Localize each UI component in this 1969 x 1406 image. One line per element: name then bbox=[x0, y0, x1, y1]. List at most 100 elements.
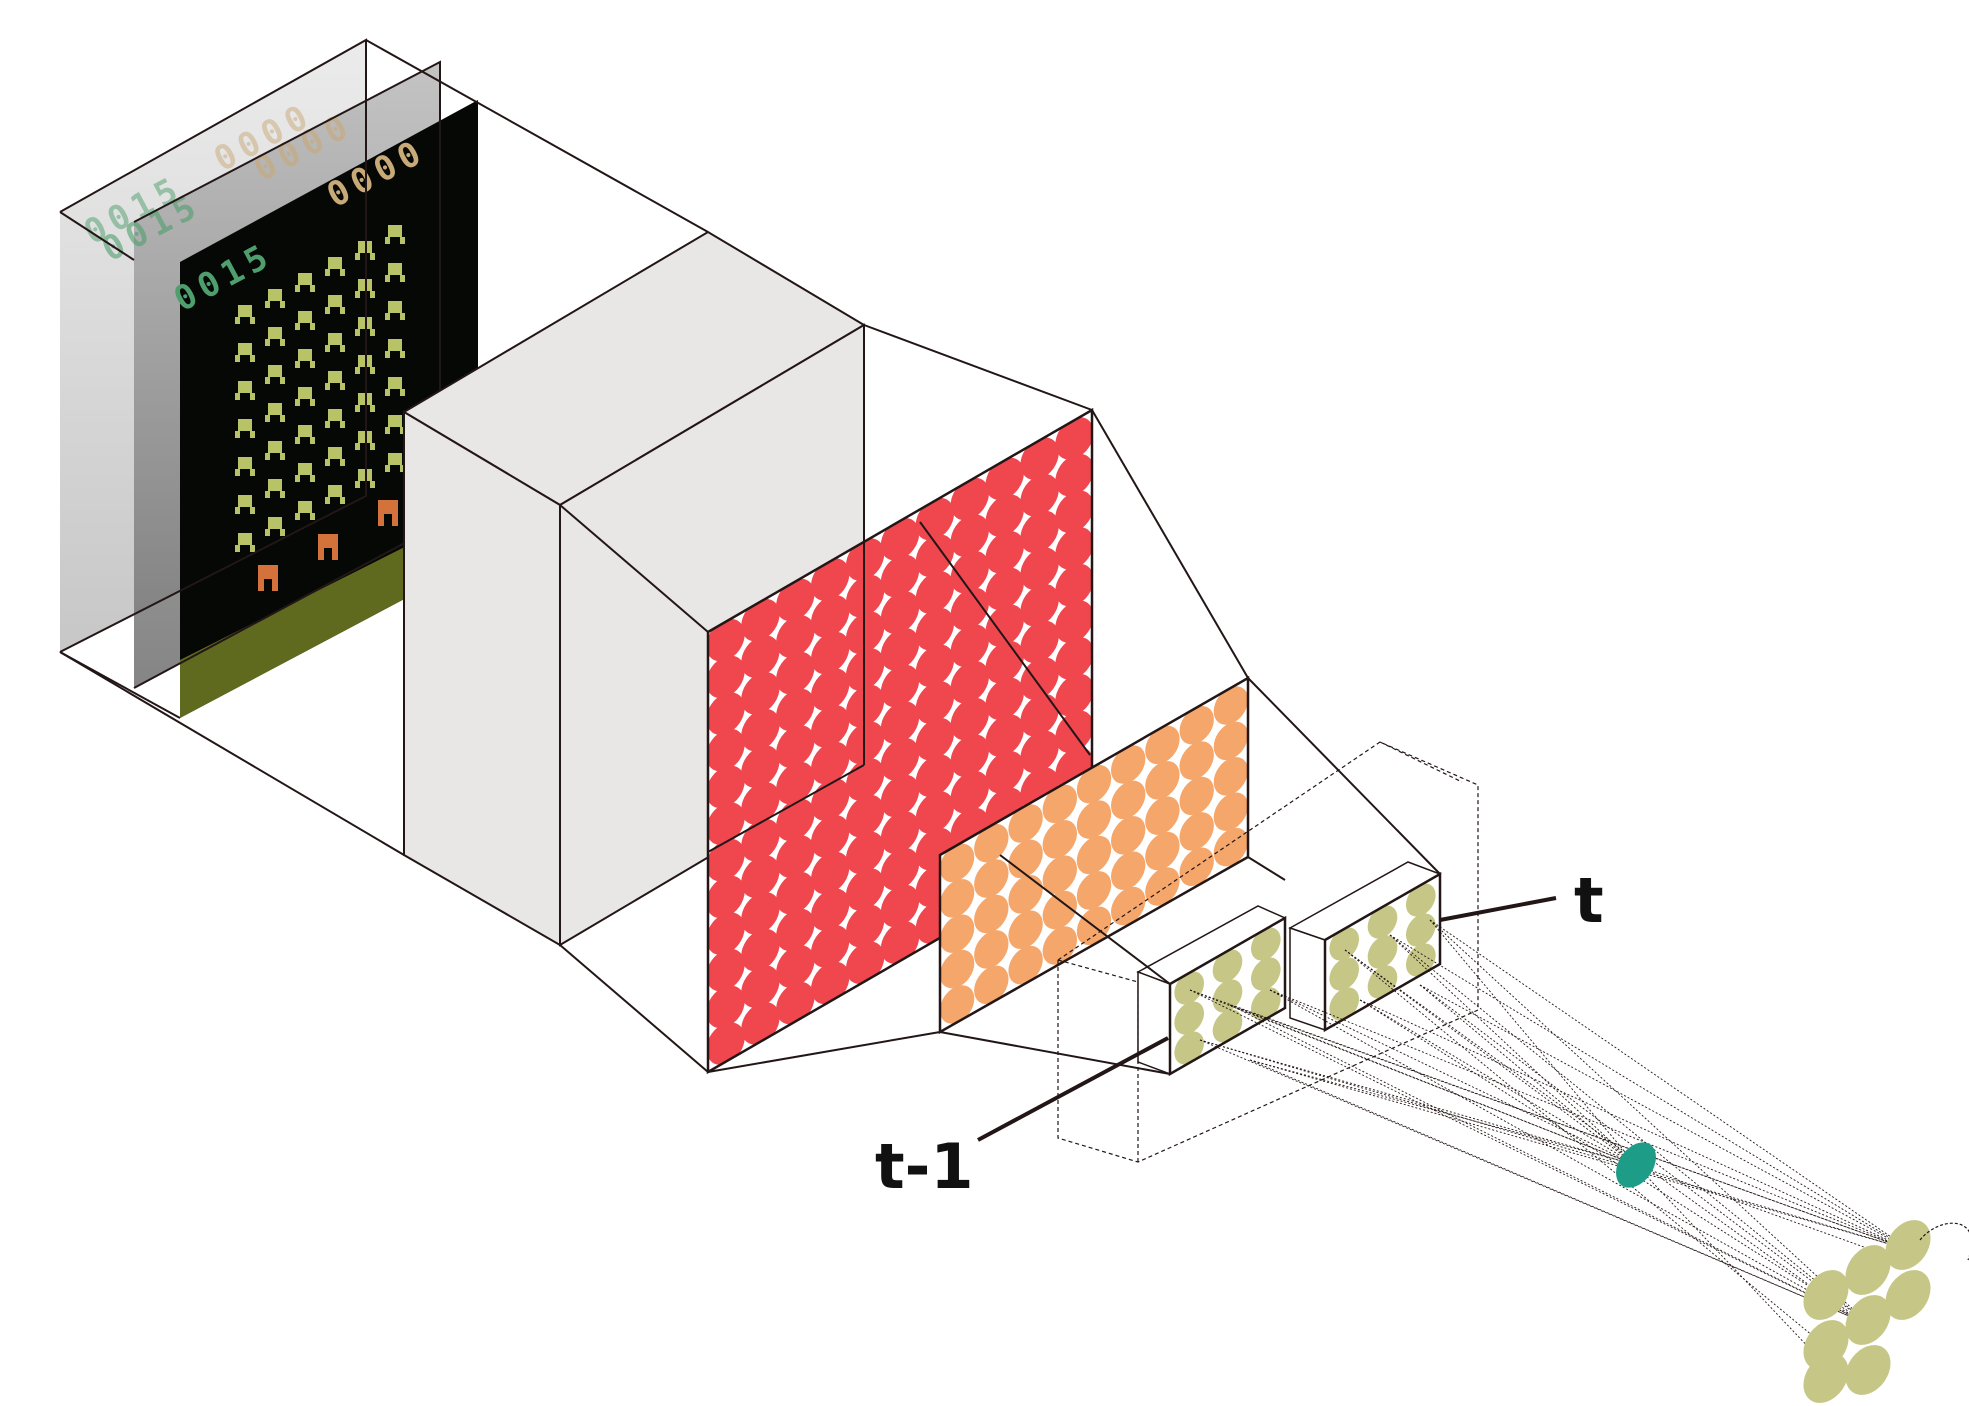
unit bbox=[1212, 979, 1243, 1013]
unit bbox=[950, 477, 989, 521]
unit bbox=[915, 791, 955, 834]
unit bbox=[845, 831, 885, 875]
unit bbox=[708, 655, 745, 699]
unit bbox=[1179, 847, 1214, 887]
conv-layer-2-features bbox=[938, 675, 1250, 1035]
unit bbox=[708, 692, 745, 735]
unit bbox=[741, 818, 780, 862]
unit bbox=[1212, 949, 1243, 983]
unit bbox=[950, 661, 989, 704]
recurrent-t-box-front bbox=[1289, 926, 1326, 1032]
unit bbox=[950, 624, 989, 667]
unit bbox=[880, 884, 920, 928]
invader bbox=[295, 463, 315, 482]
unit bbox=[1042, 855, 1078, 894]
invader bbox=[265, 479, 285, 498]
unit bbox=[708, 985, 745, 1029]
unit bbox=[1055, 417, 1092, 460]
invader bbox=[295, 387, 315, 406]
unit bbox=[1020, 510, 1059, 554]
unit bbox=[1008, 945, 1043, 985]
recurrent-t-minus-1-box-front bbox=[1137, 970, 1171, 1076]
conv2-projection-lines bbox=[707, 409, 1249, 1073]
output-unit bbox=[1845, 1345, 1891, 1395]
unit bbox=[880, 774, 920, 818]
unit bbox=[1145, 831, 1180, 871]
unit bbox=[708, 875, 745, 919]
unit bbox=[708, 802, 745, 845]
recurrent-projection-lines bbox=[939, 677, 1441, 1075]
unit bbox=[915, 681, 955, 724]
unit bbox=[1110, 780, 1146, 820]
unit bbox=[985, 457, 1024, 501]
unit bbox=[845, 538, 885, 581]
unit bbox=[708, 618, 745, 662]
unit bbox=[1405, 943, 1436, 977]
output-unit bbox=[1885, 1220, 1931, 1270]
invader bbox=[235, 419, 255, 438]
unit bbox=[1020, 547, 1059, 590]
unit bbox=[1042, 890, 1078, 930]
output-unit bbox=[1803, 1353, 1849, 1403]
unit bbox=[776, 871, 815, 915]
recurrent-t-minus-1-outline bbox=[1168, 915, 1287, 1077]
unit bbox=[776, 945, 815, 988]
unit bbox=[1367, 905, 1398, 939]
invader-grid bbox=[235, 225, 405, 552]
unit bbox=[1076, 835, 1112, 875]
conv1-divider bbox=[707, 764, 865, 853]
unit bbox=[776, 908, 815, 952]
unit bbox=[811, 741, 850, 785]
unit bbox=[1145, 725, 1180, 765]
unit bbox=[708, 728, 745, 772]
unit bbox=[880, 518, 920, 561]
shield bbox=[378, 500, 398, 526]
unit bbox=[1405, 883, 1436, 917]
unit bbox=[811, 595, 850, 638]
conv2-units bbox=[940, 686, 1248, 1024]
unit bbox=[985, 677, 1024, 721]
output-unit bbox=[1803, 1270, 1849, 1320]
shield bbox=[258, 565, 278, 591]
unit bbox=[811, 925, 850, 968]
unit bbox=[811, 888, 850, 931]
unit bbox=[776, 615, 815, 658]
unit bbox=[708, 912, 745, 955]
unit bbox=[1020, 584, 1059, 627]
unit bbox=[1250, 927, 1281, 961]
unit bbox=[741, 782, 780, 825]
unit bbox=[1145, 761, 1180, 800]
unit bbox=[940, 949, 975, 989]
unit bbox=[776, 761, 815, 805]
invader bbox=[325, 447, 345, 466]
unit bbox=[880, 848, 920, 891]
unit bbox=[1179, 741, 1214, 780]
output-unit bbox=[1845, 1245, 1891, 1295]
unit bbox=[845, 794, 885, 838]
invader bbox=[235, 533, 255, 552]
unit bbox=[741, 708, 780, 752]
unit bbox=[741, 928, 780, 972]
unit bbox=[1008, 804, 1043, 843]
unit bbox=[741, 672, 780, 715]
unit bbox=[950, 734, 989, 777]
unit bbox=[708, 765, 745, 809]
unit bbox=[1076, 871, 1112, 910]
unit bbox=[915, 717, 955, 761]
unit bbox=[1179, 776, 1214, 816]
invader bbox=[265, 441, 285, 460]
invader bbox=[325, 485, 345, 504]
unit bbox=[741, 855, 780, 898]
unit bbox=[880, 664, 920, 708]
unit bbox=[880, 628, 920, 671]
unit bbox=[776, 651, 815, 695]
unit bbox=[1213, 686, 1248, 725]
invader bbox=[325, 409, 345, 428]
unit bbox=[708, 1022, 745, 1065]
output-unit bbox=[1885, 1270, 1931, 1320]
unit bbox=[1405, 913, 1436, 947]
unit bbox=[845, 574, 885, 618]
unit bbox=[741, 1002, 780, 1045]
output-units bbox=[1803, 1220, 1931, 1403]
unit bbox=[741, 635, 780, 678]
